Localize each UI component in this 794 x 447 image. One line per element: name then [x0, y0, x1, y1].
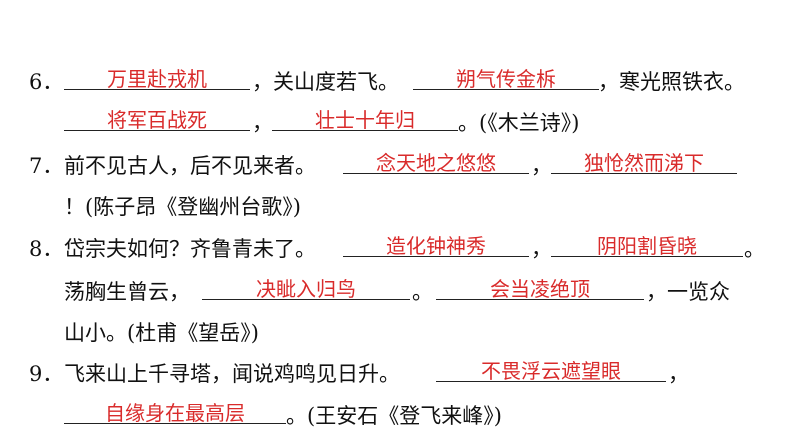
q9-blank-2: [64, 423, 286, 424]
q8-text-1: 岱宗夫如何？齐鲁青未了。: [64, 237, 316, 261]
q6-blank-2: [413, 89, 599, 90]
q8-blank-4: [436, 299, 644, 300]
q8-answer-2: 阴阳割昏晓: [597, 234, 697, 258]
q8-blank-1: [343, 256, 529, 257]
q7-answer-2: 独怆然而涕下: [584, 151, 704, 175]
q9-blank-1: [436, 381, 666, 382]
q6-answer-3: 将军百战死: [107, 108, 207, 132]
q8-text-6: ，一览众: [646, 280, 730, 304]
q8-answer-3: 决眦入归鸟: [256, 277, 356, 301]
q7-text-3: ！(陈子昂《登幽州台歌》): [64, 195, 301, 219]
q9-text-3: 。(王安石《登飞来峰》): [286, 404, 502, 428]
q8-text-4: 荡胸生曾云，: [64, 280, 190, 304]
q7-number: 7．: [29, 154, 64, 178]
q6-text-2: ，寒光照铁衣。: [598, 70, 745, 94]
q6-blank-4: [272, 130, 458, 131]
q6-answer-4: 壮士十年归: [315, 108, 415, 132]
q8-text-5: 。: [412, 280, 433, 304]
q8-text-2: ，: [531, 237, 552, 261]
q6-text-4: 。(《木兰诗》): [458, 111, 580, 135]
q8-text-3: 。: [744, 237, 765, 261]
q8-text-7: 山小。(杜甫《望岳》): [64, 321, 259, 345]
q8-number: 8．: [29, 237, 64, 261]
q6-answer-1: 万里赴戎机: [107, 67, 207, 91]
q9-text-2: ，: [668, 362, 689, 386]
q8-answer-1: 造化钟神秀: [386, 234, 486, 258]
q8-answer-4: 会当凌绝顶: [490, 277, 590, 301]
q6-blank-3: [64, 130, 250, 131]
q8-blank-2: [551, 256, 743, 257]
q9-number: 9．: [29, 362, 64, 386]
q6-text-3: ，: [252, 111, 273, 135]
q7-blank-2: [551, 173, 737, 174]
q7-text-2: ，: [531, 154, 552, 178]
q7-answer-1: 念天地之悠悠: [376, 151, 496, 175]
q6-text-1: ，关山度若飞。: [252, 70, 399, 94]
q6-answer-2: 朔气传金柝: [456, 67, 556, 91]
q6-number: 6．: [29, 70, 64, 94]
q7-blank-1: [343, 173, 529, 174]
q6-blank-1: [64, 89, 250, 90]
q8-blank-3: [202, 299, 410, 300]
q7-text-1: 前不见古人，后不见来者。: [64, 154, 316, 178]
q9-text-1: 飞来山上千寻塔，闻说鸡鸣见日升。: [64, 362, 400, 386]
q9-answer-1: 不畏浮云遮望眼: [481, 359, 621, 383]
q9-answer-2: 自缘身在最高层: [105, 401, 245, 425]
